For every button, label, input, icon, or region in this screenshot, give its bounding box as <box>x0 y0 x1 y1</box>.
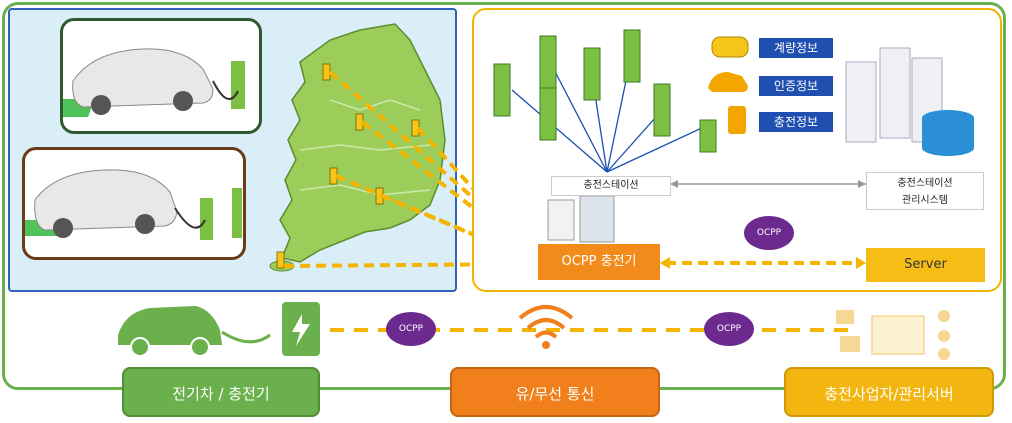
ocpp-badge-left: OCPP <box>386 312 436 346</box>
operator-icon <box>547 199 575 241</box>
meter-info-label: 계량정보 <box>759 38 833 58</box>
ev-charger-label: 전기차 / 충전기 <box>122 367 320 417</box>
operator-server-label: 충전사업자/관리서버 <box>784 367 994 417</box>
ocpp-badge-system: OCPP <box>744 216 794 250</box>
ocpp-charger-box: OCPP 충전기 <box>538 244 660 280</box>
car-icon <box>708 72 748 92</box>
ev-charging-illustration-2 <box>13 169 242 240</box>
charger-station-icons <box>493 29 717 153</box>
cms-label-line2: 관리시스템 <box>902 195 948 206</box>
dashboard-widgets-icon <box>836 310 950 360</box>
ev-icon <box>118 306 222 345</box>
korea-map <box>279 23 446 263</box>
cms-label: 충전스테이션 관리시스템 <box>866 172 984 210</box>
bolt-icon <box>292 314 310 346</box>
charging-station-label: 충전스테이션 <box>551 176 671 196</box>
server-rack-icon <box>845 47 943 143</box>
meter-icon <box>711 36 749 58</box>
kiosk-icon <box>579 195 615 243</box>
wifi-icon <box>518 305 574 339</box>
charging-icon <box>728 106 746 134</box>
server-box: Server <box>866 248 985 282</box>
ocpp-badge-right: OCPP <box>704 312 754 346</box>
callout-ev-charging-1 <box>40 18 262 134</box>
auth-info-label: 인증정보 <box>759 76 833 96</box>
communication-label: 유/무선 통신 <box>450 367 660 417</box>
callout-ev-charging-2 <box>13 147 246 260</box>
database-icon <box>922 110 974 156</box>
dashboard-icon <box>871 315 925 355</box>
charge-info-label: 충전정보 <box>759 112 833 132</box>
cms-label-line1: 충전스테이션 <box>897 178 953 189</box>
